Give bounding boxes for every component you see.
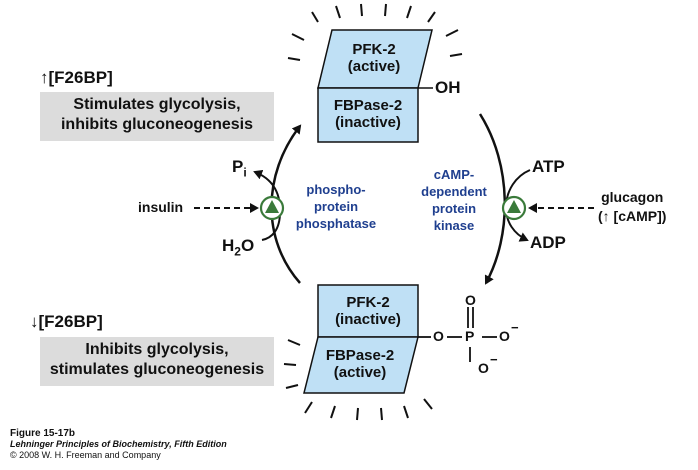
water-sub: 2 (234, 244, 241, 259)
high-f26bp-label: ↑[F26BP] (40, 68, 113, 87)
enzyme-line: protein (431, 201, 477, 216)
effect-line-1: Inhibits glycolysis, (85, 341, 229, 358)
stimulates-glycolysis-box: Stimulates glycolysis, inhibits gluconeo… (40, 92, 274, 141)
phosphate-o-right: O (499, 328, 510, 344)
enzyme-line: cAMP- (433, 167, 475, 182)
low-f26bp-label: ↓[F26BP] (30, 312, 103, 331)
glucagon-activator-triangle (507, 200, 521, 213)
phosphate-o-bottom: O (478, 360, 489, 376)
insulin-label: insulin (138, 199, 184, 215)
inhibits-glycolysis-box: Inhibits glycolysis, stimulates gluconeo… (40, 337, 274, 386)
fbpase2-active-label: FBPase-2 (active) (310, 347, 410, 381)
fbpase2-name: FBPase-2 (325, 347, 395, 364)
enzyme-line: dependent (421, 184, 487, 199)
pfk2-name: PFK-2 (352, 41, 396, 58)
effect-line-1: Stimulates glycolysis, (73, 96, 241, 113)
camp-dependent-protein-kinase-label: cAMP- dependent protein kinase (412, 166, 496, 234)
pfk2-state: (active) (347, 58, 401, 75)
phosphate-charge-right: − (511, 320, 519, 335)
enzyme-line: protein (313, 199, 359, 214)
atp-label: ATP (532, 157, 565, 176)
insulin-activator-triangle (265, 200, 279, 213)
fbpase2-active-box (303, 336, 419, 394)
pfk2-active-label: PFK-2 (active) (322, 41, 426, 75)
water-o: O (240, 236, 255, 255)
figure-caption: Figure 15-17b Lehninger Principles of Bi… (10, 428, 227, 461)
inorganic-phosphate-label: Pi (232, 157, 247, 179)
effect-line-2: stimulates gluconeogenesis (49, 361, 265, 378)
glucagon-label: glucagon (↑ [cAMP]) (598, 188, 666, 226)
pfk2-inactive-label: PFK-2 (inactive) (318, 294, 418, 328)
hydroxyl-group: OH (435, 78, 461, 97)
enzyme-line: phospho- (306, 182, 366, 197)
fbpase2-inactive-label: FBPase-2 (inactive) (318, 97, 418, 131)
book-title: Lehninger Principles of Biochemistry, Fi… (10, 439, 227, 449)
pfk2-state: (inactive) (335, 311, 401, 328)
phosphate-bonds (418, 307, 497, 362)
camp-level: (↑ [cAMP]) (598, 208, 667, 224)
fbpase2-inactive-box (317, 87, 419, 143)
top-enzyme-rays (287, 3, 463, 61)
enzyme-line: kinase (433, 218, 475, 233)
pi-main: P (232, 157, 244, 176)
fbpase2-state: (active) (333, 364, 387, 381)
figure-number: Figure 15-17b (10, 428, 76, 439)
effect-line-2: inhibits gluconeogenesis (60, 116, 254, 133)
enzyme-line: phosphatase (295, 216, 377, 231)
pi-sub: i (243, 165, 247, 180)
phosphate-charge-bottom: − (490, 352, 498, 367)
fbpase2-state: (inactive) (335, 114, 401, 131)
phosphate-o-top: O (465, 292, 476, 308)
phosphate-o-left: O (433, 328, 444, 344)
phosphate-p: P (465, 328, 475, 344)
glucagon-name: glucagon (601, 189, 664, 205)
phosphorylation-arrow (478, 113, 506, 285)
fbpase2-name: FBPase-2 (333, 97, 403, 114)
adp-label: ADP (530, 233, 566, 252)
bottom-enzyme-rays (283, 339, 433, 421)
water-h: H (222, 236, 235, 255)
water-label: H2O (222, 236, 254, 258)
copyright: © 2008 W. H. Freeman and Company (10, 450, 161, 460)
phosphoprotein-phosphatase-label: phospho- protein phosphatase (288, 181, 384, 232)
pfk2-name: PFK-2 (346, 294, 390, 311)
